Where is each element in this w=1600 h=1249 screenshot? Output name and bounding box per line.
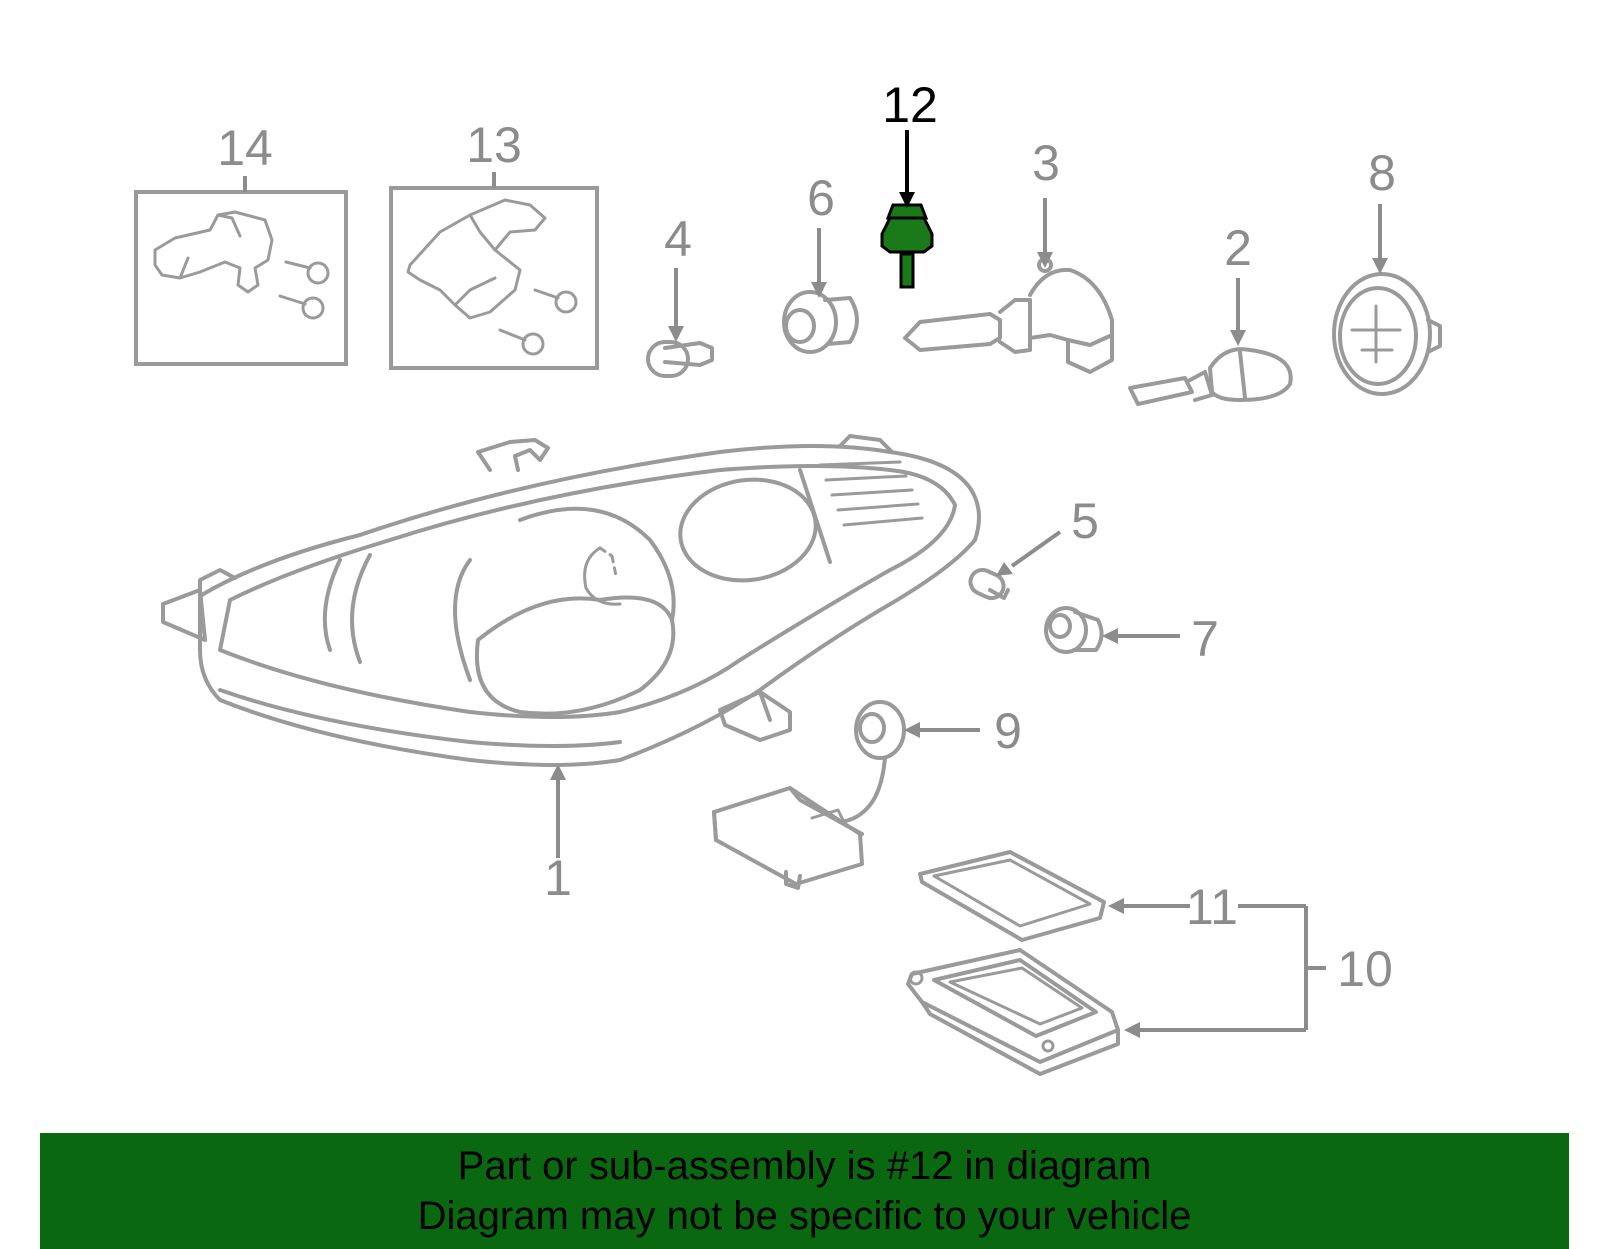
arrow-12 — [899, 192, 915, 208]
part-1-headlamp-assembly — [161, 434, 981, 767]
part-2-bulb — [1128, 347, 1293, 406]
part-7-socket — [1044, 606, 1104, 654]
banner-line-1: Part or sub-assembly is #12 in diagram — [457, 1144, 1152, 1188]
arrow-10 — [1124, 1022, 1140, 1038]
part-10-housing-cover — [906, 948, 1120, 1076]
callout-7: 7 — [1191, 611, 1219, 667]
arrow-2 — [1230, 330, 1246, 346]
arrow-11 — [1108, 898, 1124, 914]
arrow-5 — [996, 562, 1013, 576]
arrow-3 — [1037, 252, 1053, 268]
banner-line-2: Diagram may not be specific to your vehi… — [417, 1194, 1192, 1238]
arrow-1 — [550, 764, 566, 780]
part-3-headlight-bulb — [903, 257, 1114, 374]
part-13-bracket-kit — [389, 186, 599, 370]
callout-14: 14 — [217, 120, 273, 176]
callout-8: 8 — [1368, 145, 1396, 201]
part-9-igniter — [712, 700, 906, 890]
callout-1: 1 — [544, 850, 572, 906]
part-4-bulb — [646, 340, 714, 378]
part-6-socket — [782, 290, 859, 354]
callout-12: 12 — [882, 77, 938, 133]
part-12-screw — [880, 203, 934, 289]
callout-2: 2 — [1224, 220, 1252, 276]
arrow-7 — [1102, 628, 1118, 644]
notice-banner: Part or sub-assembly is #12 in diagram D… — [40, 1133, 1569, 1249]
callout-10: 10 — [1337, 941, 1393, 997]
arrow-8 — [1372, 258, 1388, 274]
callout-6: 6 — [807, 170, 835, 226]
leader-5 — [1010, 530, 1062, 568]
callout-3: 3 — [1032, 135, 1060, 191]
callout-11: 11 — [1186, 879, 1238, 935]
callout-5: 5 — [1071, 493, 1099, 549]
arrow-9 — [904, 722, 920, 738]
part-11-gasket — [918, 850, 1106, 942]
arrow-6 — [811, 282, 827, 298]
callout-9: 9 — [994, 703, 1022, 759]
callout-13: 13 — [466, 117, 522, 173]
part-14-bracket-kit — [134, 190, 348, 366]
part-8-cover — [1332, 272, 1442, 396]
callout-4: 4 — [664, 211, 692, 267]
arrow-4 — [668, 326, 684, 342]
part-5-bulb — [968, 567, 1010, 601]
